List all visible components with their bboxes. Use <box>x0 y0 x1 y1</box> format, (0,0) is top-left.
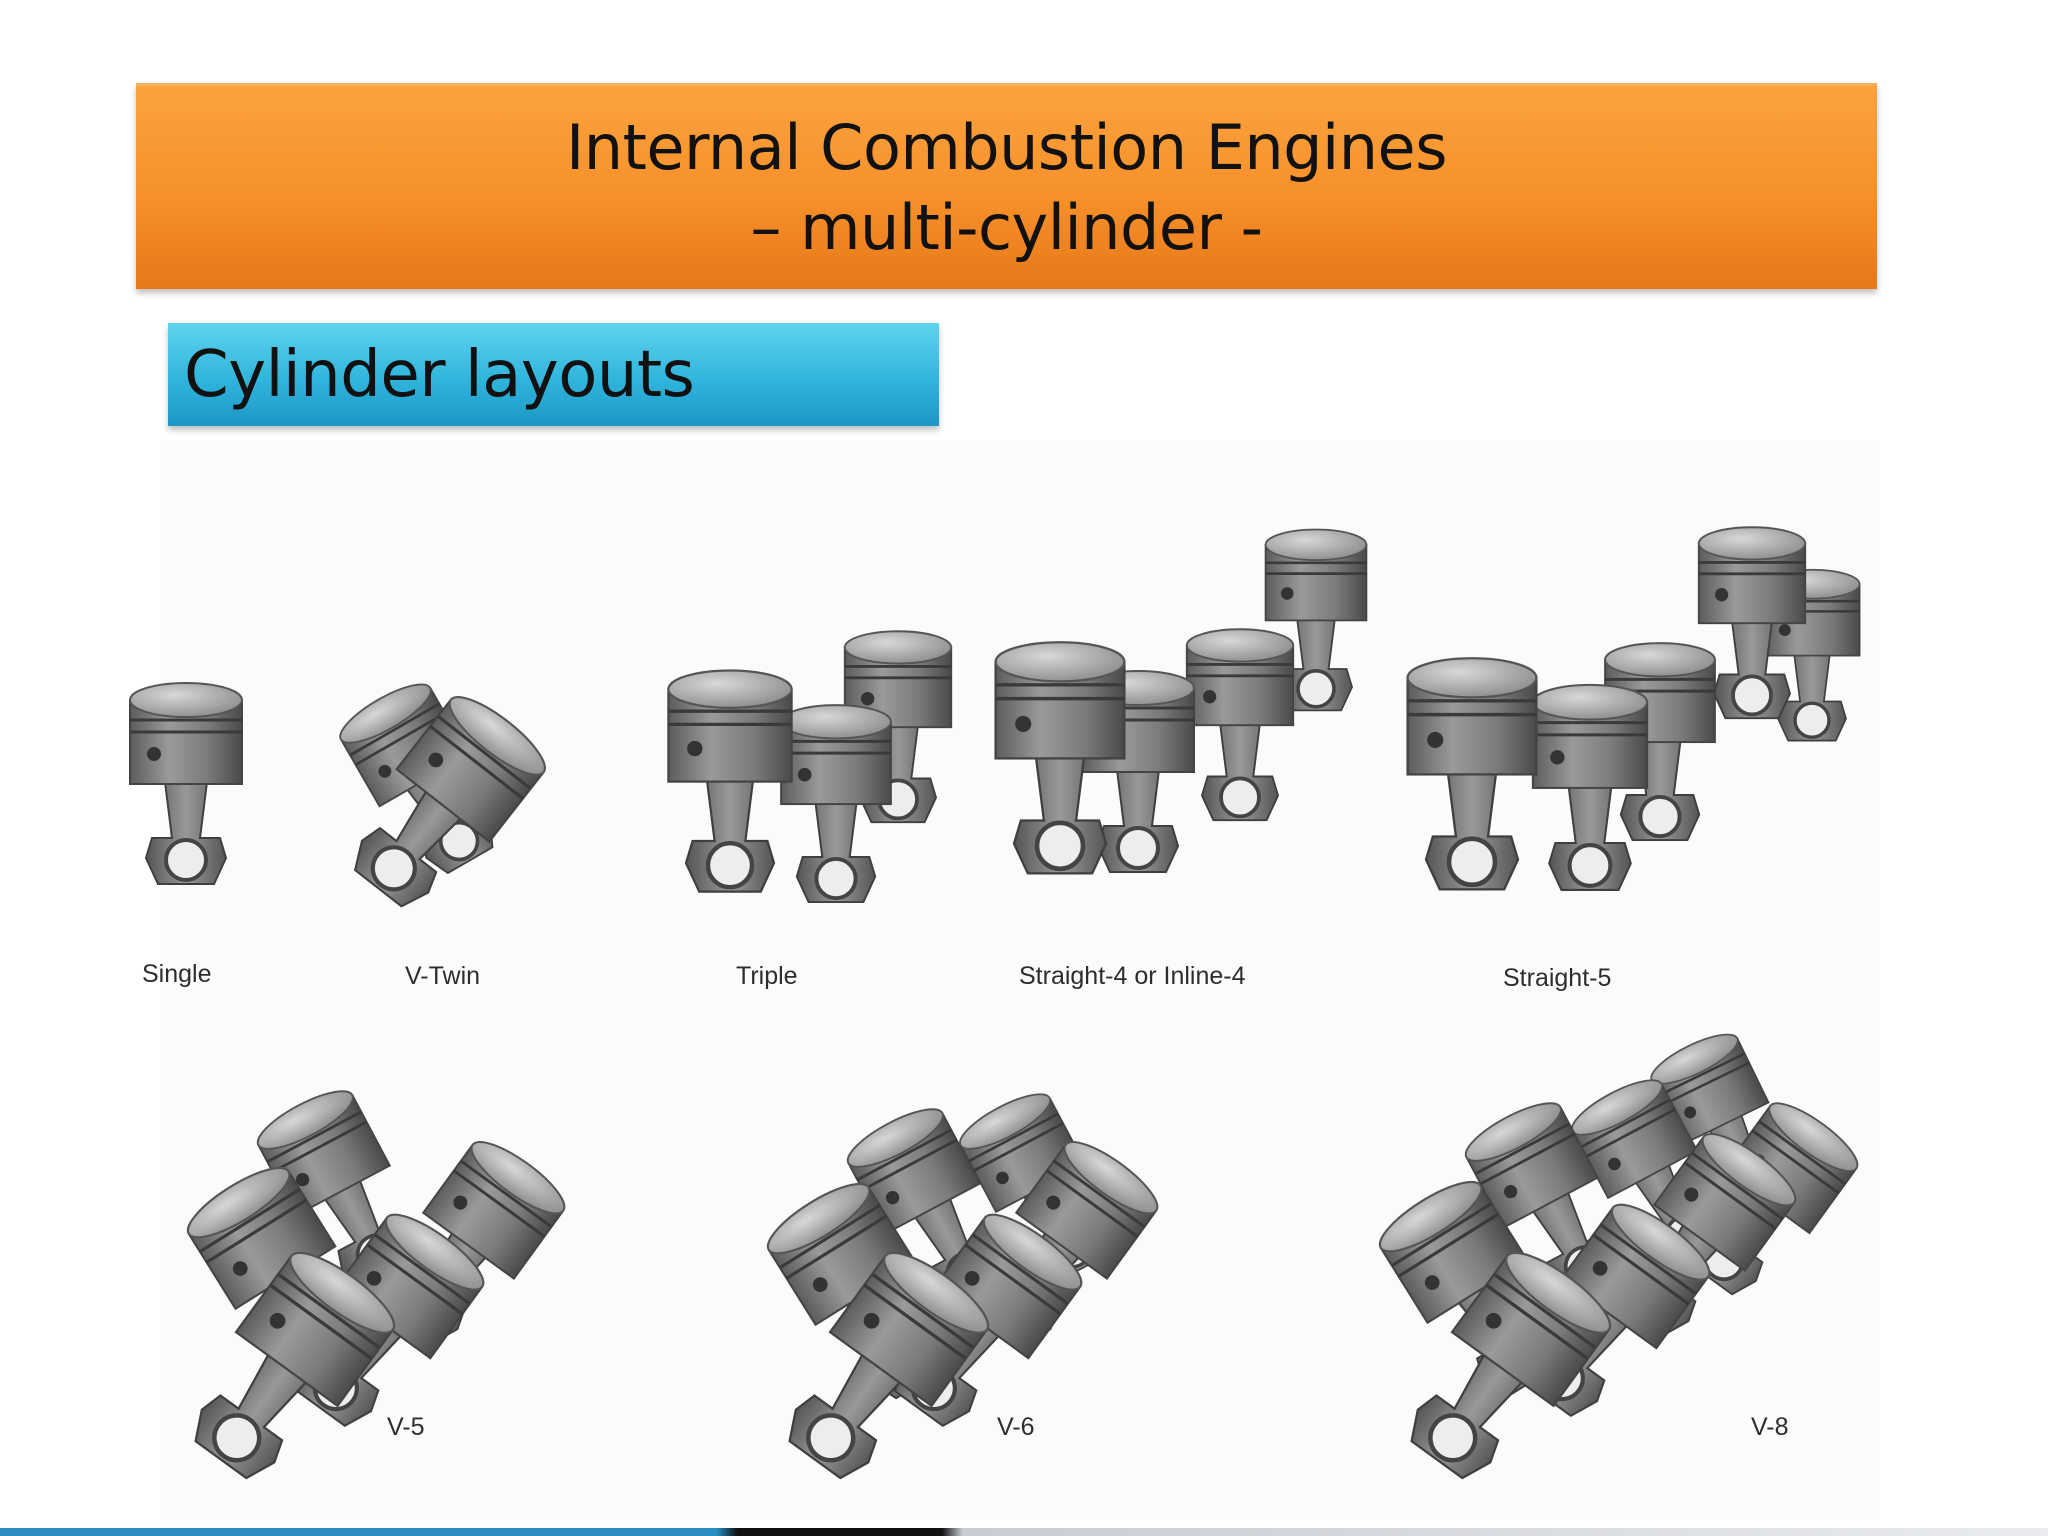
piston-s4-1 <box>996 642 1125 873</box>
straight-4-piston-group <box>996 527 1369 874</box>
title-line-2: – multi-cylinder - <box>750 190 1263 264</box>
single-piston-group <box>128 681 244 886</box>
label-single: Single <box>142 960 212 988</box>
straight-5-piston-group <box>1408 525 1862 890</box>
label-v-8: V-8 <box>1751 1413 1789 1441</box>
v-5-piston-group <box>170 1078 573 1497</box>
label-straight-5: Straight-5 <box>1503 964 1612 992</box>
title-banner: Internal Combustion Engines – multi-cyli… <box>136 83 1877 289</box>
label-v-twin: V-Twin <box>405 962 481 990</box>
piston-triple-2 <box>779 703 893 905</box>
piston-s5-2 <box>1533 685 1647 890</box>
label-v-5: V-5 <box>387 1413 425 1441</box>
v-8-piston-group <box>1371 1023 1868 1496</box>
title-line-1: Internal Combustion Engines <box>566 110 1448 184</box>
subtitle-banner: Cylinder layouts <box>168 323 939 426</box>
v-twin-piston-group <box>332 672 555 924</box>
piston-single <box>128 681 244 886</box>
subtitle-text: Cylinder layouts <box>184 337 695 412</box>
v-6-piston-group <box>759 1082 1166 1496</box>
bottom-accent-bar <box>0 1528 2048 1536</box>
label-triple: Triple <box>736 962 798 990</box>
label-straight-4: Straight-4 or Inline-4 <box>1019 962 1246 990</box>
piston-triple-1 <box>668 671 791 892</box>
label-v-6: V-6 <box>997 1413 1035 1441</box>
triple-piston-group <box>668 629 954 905</box>
piston-s4-3 <box>1184 627 1296 823</box>
piston-s5-1 <box>1408 658 1537 889</box>
